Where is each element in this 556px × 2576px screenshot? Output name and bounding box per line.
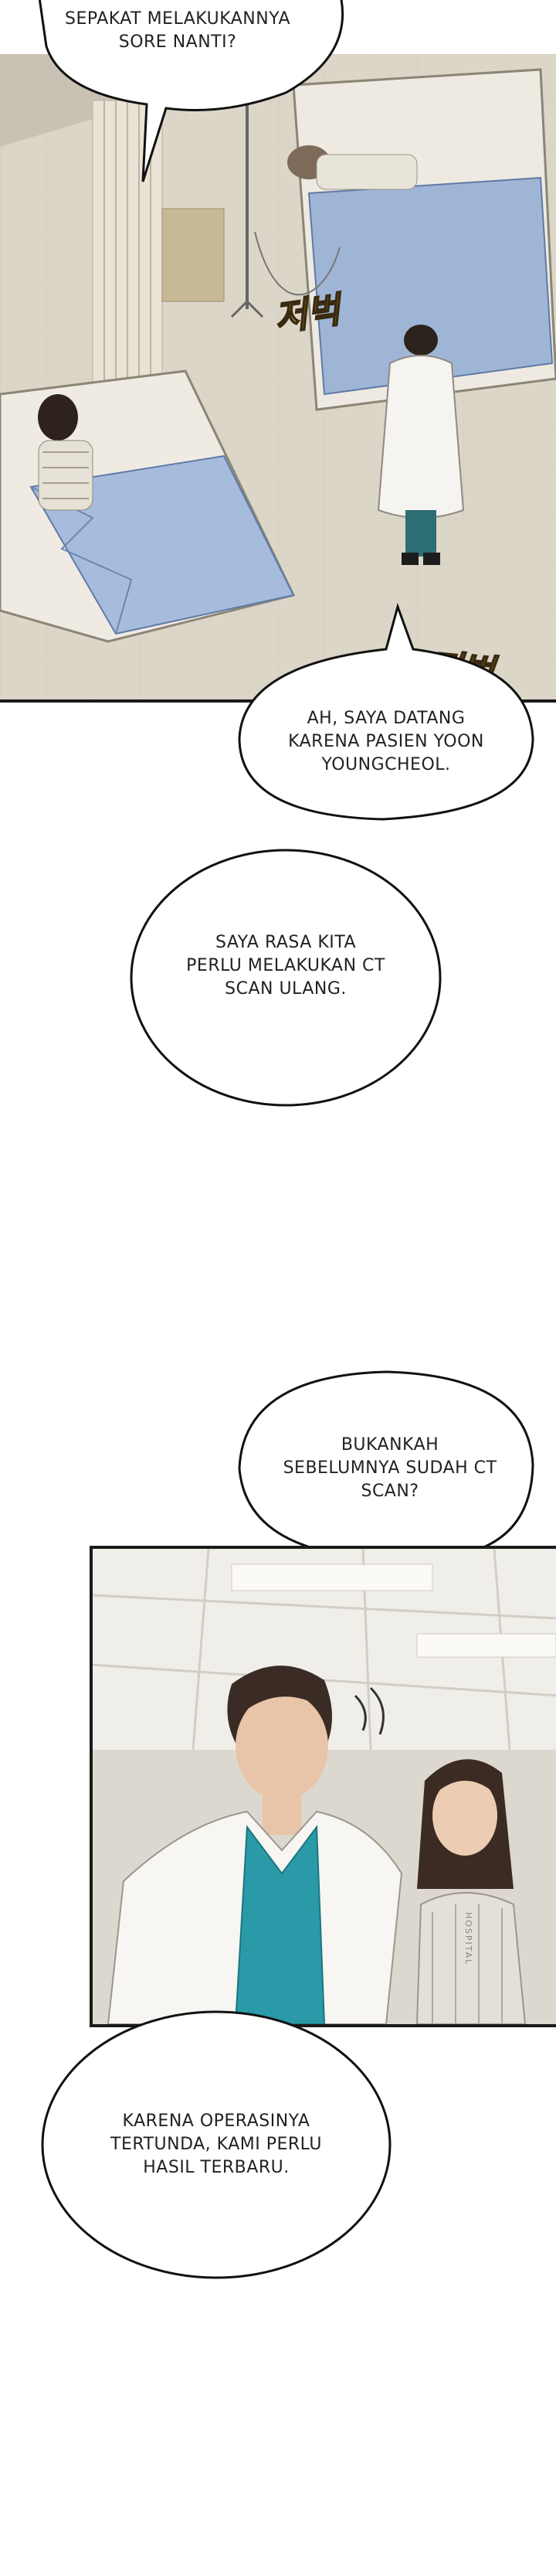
bubble-4-text: BUKANKAH SEBELUMNYA SUDAH CT SCAN? [283,1435,497,1501]
bubble-2-text: AH, SAYA DATANG KARENA PASIEN YOON YOUNG… [288,709,484,774]
bubble-5-text: KARENA OPERASINYA TERTUNDA, KAMI PERLU H… [110,2112,322,2177]
speech-bubble-1 [38,0,344,182]
doctor-patient-illustration [93,1549,556,2024]
panel-doctor-patient: HOSPITAL [90,1546,556,2027]
bubble-1-text: SEPAKAT MELAKUKANNYA SORE NANTI? [64,9,290,52]
speech-bubble-3 [130,849,442,1107]
left-bed [0,369,296,643]
doctor-walking [377,325,465,565]
hospital-room-illustration [0,54,556,699]
doctor-character [107,1666,403,2024]
gown-print-text: HOSPITAL [463,1912,473,1966]
patient-character [415,1759,527,2024]
speech-bubble-5 [41,2010,392,2279]
right-bed [287,68,556,411]
speech-bubble-2 [238,603,534,821]
bubble-3-text: SAYA RASA KITA PERLU MELAKUKAN CT SCAN U… [186,933,385,999]
sfx-footstep-1: 저벅 [271,288,343,339]
panel-hospital-room: 저벅 저벅 [0,54,556,703]
